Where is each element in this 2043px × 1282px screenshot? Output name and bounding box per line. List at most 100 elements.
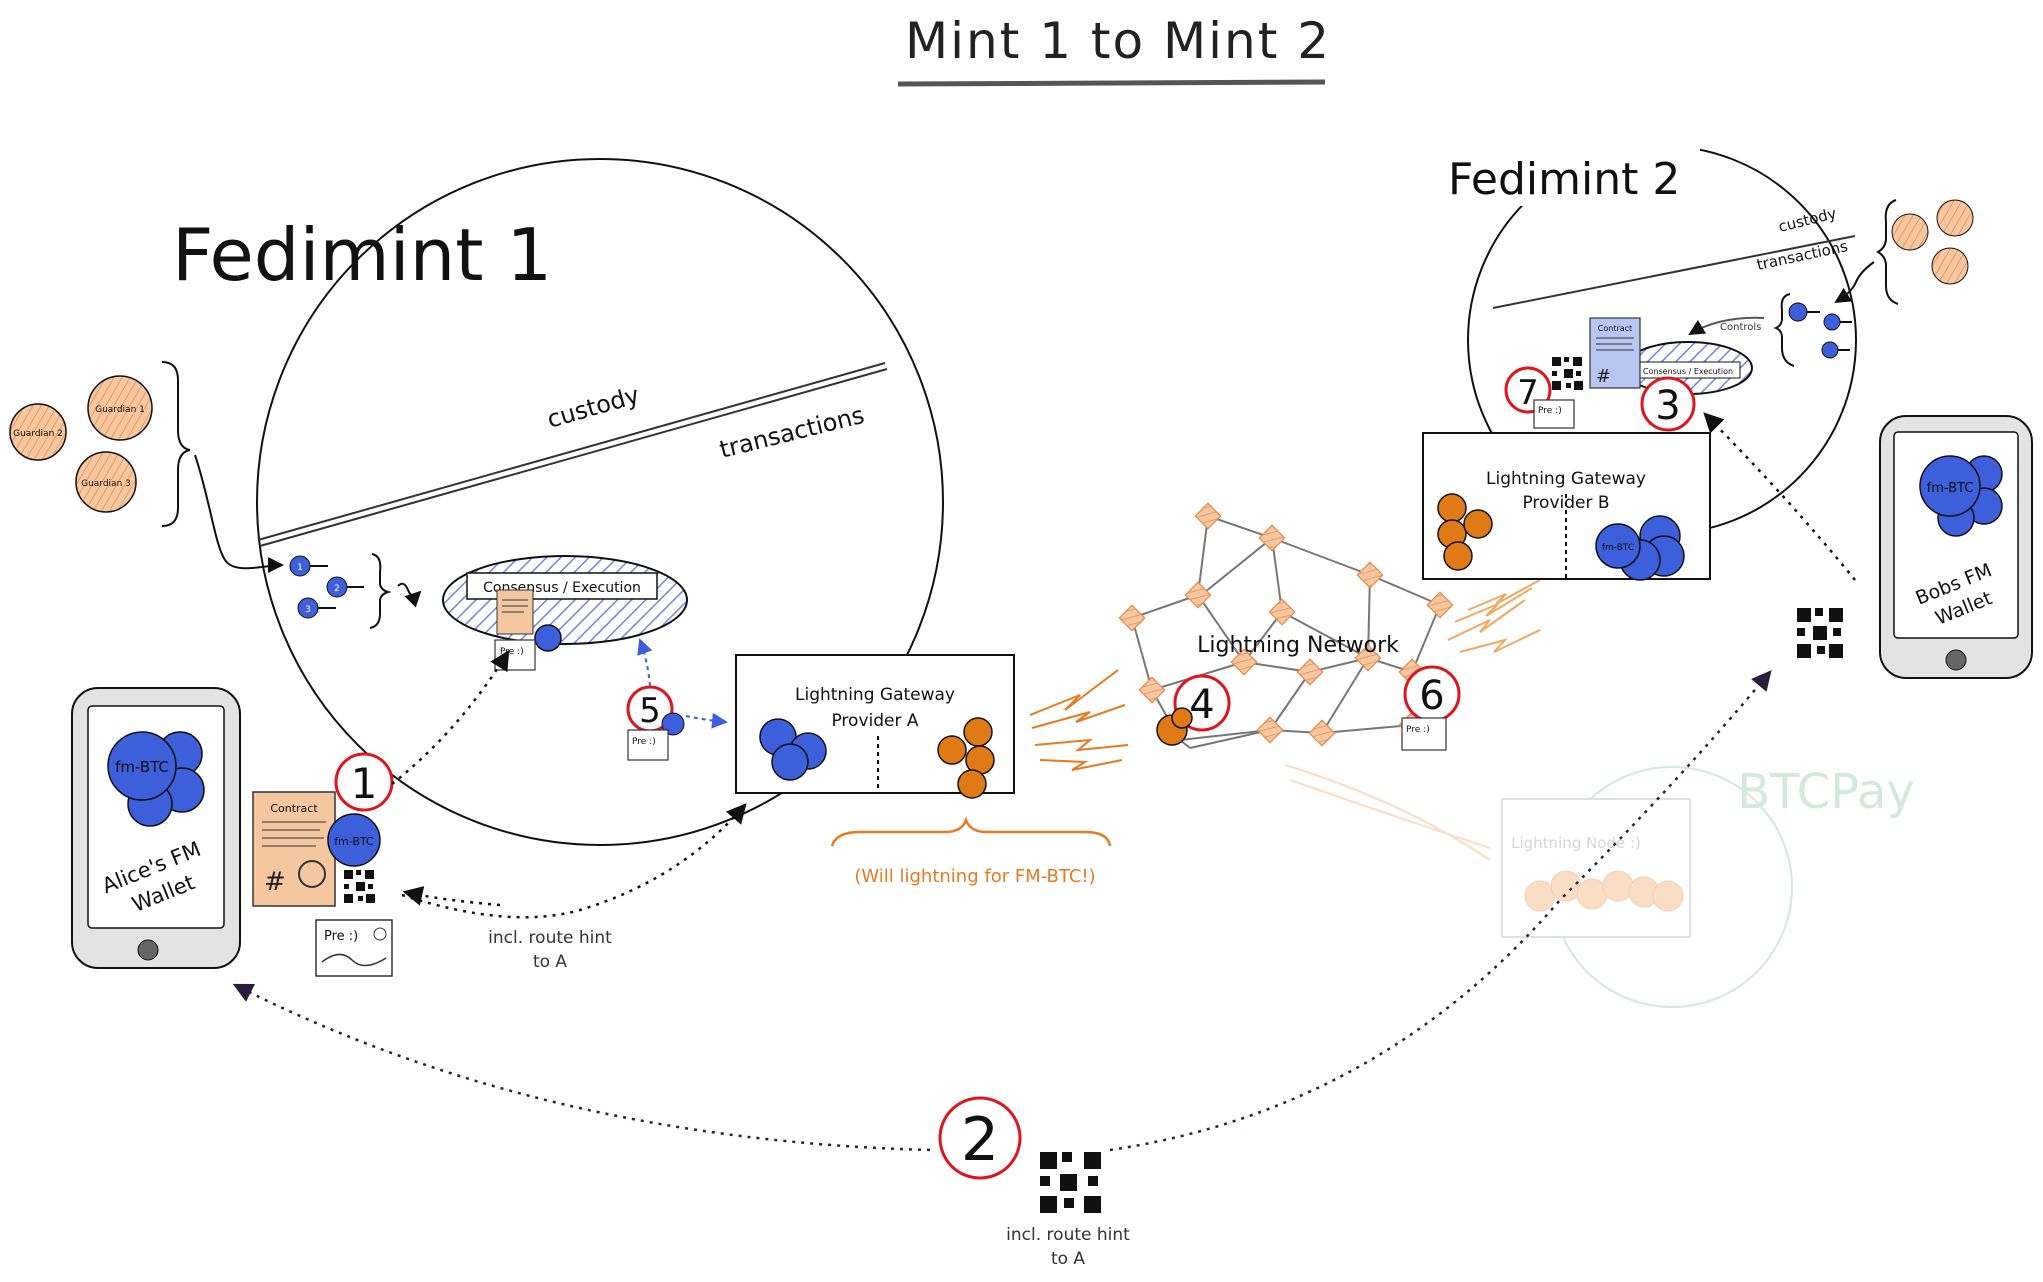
gateway-a-title-line2: Provider A (831, 711, 918, 731)
arrow-invoice-to-alice (232, 983, 931, 1152)
bob-home-button (1945, 649, 1967, 671)
alice-contract: Contract # fm-BTC Pre :) (252, 791, 393, 977)
alice-home-button (137, 939, 159, 961)
flow-arrows (232, 412, 1856, 1152)
lightning-network-label: Lightning Network (1197, 633, 1399, 658)
step-2-number: 2 (961, 1105, 999, 1175)
keys-fedimint-1: 1 2 3 (289, 553, 422, 629)
guardian-1 (87, 375, 153, 441)
lightning-node-icon (1118, 502, 1454, 747)
svg-text:Pre :): Pre :) (1406, 725, 1430, 735)
fedimint-2-contract (1589, 317, 1641, 389)
svg-text:Contract: Contract (1598, 324, 1632, 333)
fedimint-1-custody-label: custody (544, 381, 643, 434)
step-1-group: 1 (334, 752, 394, 812)
step-1-number: 1 (351, 759, 378, 808)
fedimint-2-name: Fedimint 2 (1448, 154, 1680, 205)
fedimint-2-transactions-label: transactions (1755, 237, 1849, 274)
guardians-brace (161, 361, 191, 527)
svg-text:Guardian 2: Guardian 2 (13, 429, 63, 439)
gateway-a: Lightning Gateway Provider A (735, 654, 1015, 799)
step-1-ring (334, 752, 394, 812)
guardians-arrow (194, 454, 284, 574)
btcpay-node-box (1501, 798, 1691, 938)
contract-label: Contract (270, 802, 318, 815)
guardian-icon (1936, 199, 1974, 237)
key-icon (1823, 313, 1841, 331)
step-2-ring (938, 1096, 1022, 1180)
lightning-bolts-left (1029, 669, 1129, 771)
lightning-bolts-right (1447, 579, 1541, 653)
route-hint-bottom-line2: to A (1051, 1249, 1085, 1269)
gateway-b-btc-coin (1443, 541, 1473, 571)
step-3-number: 3 (1655, 383, 1680, 429)
fedimint-1-preimage-mini: Pre :) (500, 647, 524, 657)
guardians-fedimint-2 (1834, 199, 1974, 305)
hash-icon: # (264, 867, 286, 897)
svg-text:Guardian 3: Guardian 3 (81, 479, 131, 489)
gateway-b-btc-coin (1437, 493, 1467, 523)
key-icon (1821, 341, 1839, 359)
alice-fm-coin (107, 731, 177, 801)
fedimint-1-consensus-ellipse (442, 555, 688, 645)
step-4-number: 4 (1189, 682, 1214, 728)
fedimint-2-custody-label: custody (1777, 204, 1839, 236)
svg-text:#: # (1596, 366, 1611, 387)
svg-text:Pre :): Pre :) (324, 929, 358, 944)
fedimint-1-circle (256, 158, 944, 846)
route-hint-bottom-line1: incl. route hint (1006, 1225, 1130, 1245)
step-6-number: 6 (1419, 673, 1444, 719)
step-6-group: 6 Pre :) (1401, 665, 1461, 751)
gateway-a-title-line1: Lightning Gateway (795, 685, 955, 705)
svg-text:3: 3 (305, 605, 311, 615)
fedimint-1-coin-mini (534, 624, 562, 652)
key-icon (1788, 302, 1808, 322)
fedimint-2-consensus-label: Consensus / Execution (1643, 367, 1733, 376)
alice-coin-label: fm-BTC (115, 758, 169, 776)
will-lightning-text: (Will lightning for FM-BTC!) (854, 866, 1095, 887)
btcpay-name: BTCPay (1737, 764, 1915, 820)
preimage-card (315, 919, 393, 977)
route-hint-line1: incl. route hint (488, 928, 612, 948)
diagram-title: Mint 1 to Mint 2 (897, 12, 1331, 87)
qr-code-icon (342, 868, 378, 904)
fedimint-2-controls-label: Controls (1720, 322, 1761, 333)
step-4-group: 4 (1156, 674, 1231, 746)
svg-text:fm-BTC: fm-BTC (1602, 543, 1634, 553)
arrow-route-hint-back (402, 886, 501, 907)
step-5-number: 5 (639, 691, 661, 731)
gateway-a-btc-coin (937, 735, 967, 765)
fedimint-1-name: Fedimint 1 (172, 213, 552, 297)
alice-wallet: fm-BTC Alice's FM Wallet (71, 687, 241, 969)
arrow-bob-to-mint2 (1703, 412, 1856, 581)
gateway-b-fm-coin (1595, 523, 1641, 569)
gateway-a-btc-coin (957, 769, 987, 799)
btcpay-node-label: Lightning Node :) (1511, 834, 1641, 852)
svg-text:1: 1 (297, 563, 303, 573)
step-2-group: 2 incl. route hint to A (938, 1096, 1130, 1269)
gateway-b-title-line1: Lightning Gateway (1486, 469, 1646, 489)
btcpay: BTCPay Lightning Node :) (1284, 764, 1915, 1008)
svg-text:Pre :): Pre :) (1538, 406, 1562, 416)
bob-wallet: fm-BTC Bobs FM Wallet (1879, 415, 2033, 679)
guardian-3 (75, 451, 137, 513)
route-hint-line2: to A (533, 952, 567, 972)
lightning-network: Lightning Network (1118, 502, 1454, 749)
title-underline (897, 79, 1326, 87)
guardian-icon (1931, 247, 1969, 285)
guardians-fedimint-1: Guardian 1 Guardian 2 Guardian 3 (9, 361, 284, 574)
guardian-icon (1891, 213, 1929, 251)
step-3-group: 3 (1640, 376, 1696, 432)
svg-text:fm-BTC: fm-BTC (334, 835, 374, 848)
signature-icon (298, 860, 326, 888)
gateway-a-btc-coin (963, 717, 993, 747)
title-text: Mint 1 to Mint 2 (905, 12, 1331, 70)
step-3-ring (1640, 376, 1696, 432)
contract-card (252, 791, 336, 907)
will-lightning-note: (Will lightning for FM-BTC!) (830, 816, 1112, 887)
guardian-2 (9, 403, 67, 461)
gateway-a-fm-coin (771, 743, 809, 781)
svg-text:Guardian 1: Guardian 1 (95, 405, 145, 415)
contract-fm-coin (327, 813, 381, 867)
